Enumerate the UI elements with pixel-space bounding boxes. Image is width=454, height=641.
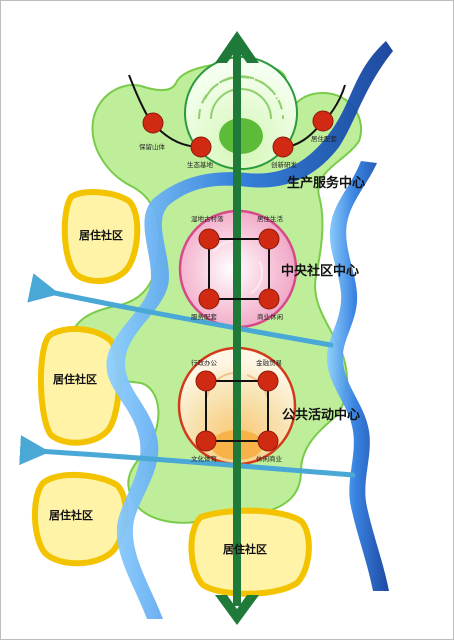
residential-label-4: 居住社区 bbox=[223, 542, 267, 556]
node-bottom-3 bbox=[195, 430, 217, 452]
node-bottom-4 bbox=[257, 430, 279, 452]
upper-connection-arrow bbox=[27, 273, 334, 348]
residential-zones bbox=[31, 189, 312, 597]
node-label-top-4: 居住配套 bbox=[311, 134, 338, 143]
node-label-bottom-1: 行政办公 bbox=[191, 358, 218, 367]
public-node-frame bbox=[205, 380, 269, 442]
node-label-middle-1: 湿地古村落 bbox=[191, 214, 224, 223]
axis-arrow-down bbox=[215, 595, 259, 625]
central-axis bbox=[215, 31, 259, 625]
node-label-top-2: 生态基地 bbox=[187, 160, 214, 169]
center-labels: 生产服务中心 中央社区中心 公共活动中心 bbox=[281, 175, 365, 423]
residential-zone-2 bbox=[37, 325, 122, 446]
node-label-bottom-3: 文化体育 bbox=[191, 454, 218, 463]
node-label-middle-4: 商业休闲 bbox=[257, 312, 283, 321]
residential-labels: 居住社区 居住社区 居住社区 居住社区 bbox=[49, 228, 267, 556]
node-labels: 保留山体 生态基地 创新研发 居住配套 湿地古村落 居住生活 服务配套 商业休闲… bbox=[139, 134, 338, 463]
node-middle-4 bbox=[258, 288, 280, 310]
connection-arrows bbox=[19, 273, 356, 478]
river-2 bbox=[326, 161, 389, 591]
node-bottom-1 bbox=[195, 370, 217, 392]
node-bottom-2 bbox=[257, 370, 279, 392]
axis-arrow-up bbox=[215, 31, 259, 63]
residential-label-2: 居住社区 bbox=[53, 372, 97, 386]
residential-label-1: 居住社区 bbox=[79, 228, 123, 242]
node-middle-2 bbox=[258, 228, 280, 250]
community-node-frame bbox=[208, 238, 270, 300]
node-middle-1 bbox=[198, 228, 220, 250]
node-label-middle-2: 居住生活 bbox=[257, 214, 284, 223]
river bbox=[106, 41, 394, 619]
node-middle-3 bbox=[198, 288, 220, 310]
node-top-3 bbox=[272, 136, 294, 158]
node-label-top-1: 保留山体 bbox=[139, 142, 166, 151]
residential-label-3: 居住社区 bbox=[49, 508, 93, 522]
node-label-bottom-2: 金融贸易 bbox=[256, 358, 282, 367]
public-center-label: 公共活动中心 bbox=[282, 407, 360, 423]
community-center-label: 中央社区中心 bbox=[281, 263, 359, 279]
residential-zone-1 bbox=[61, 189, 141, 284]
node-label-top-3: 创新研发 bbox=[271, 160, 298, 169]
residential-zone-4 bbox=[188, 507, 312, 597]
production-center-label: 生产服务中心 bbox=[287, 175, 365, 191]
node-top-2 bbox=[190, 136, 212, 158]
node-label-middle-3: 服务配套 bbox=[191, 312, 218, 321]
node-label-bottom-4: 休闲商业 bbox=[256, 454, 283, 463]
residential-zone-3 bbox=[31, 472, 129, 567]
node-top-4 bbox=[312, 110, 334, 132]
node-top-1 bbox=[142, 112, 164, 134]
nodes bbox=[142, 110, 334, 452]
lower-connection-arrow bbox=[19, 435, 356, 478]
